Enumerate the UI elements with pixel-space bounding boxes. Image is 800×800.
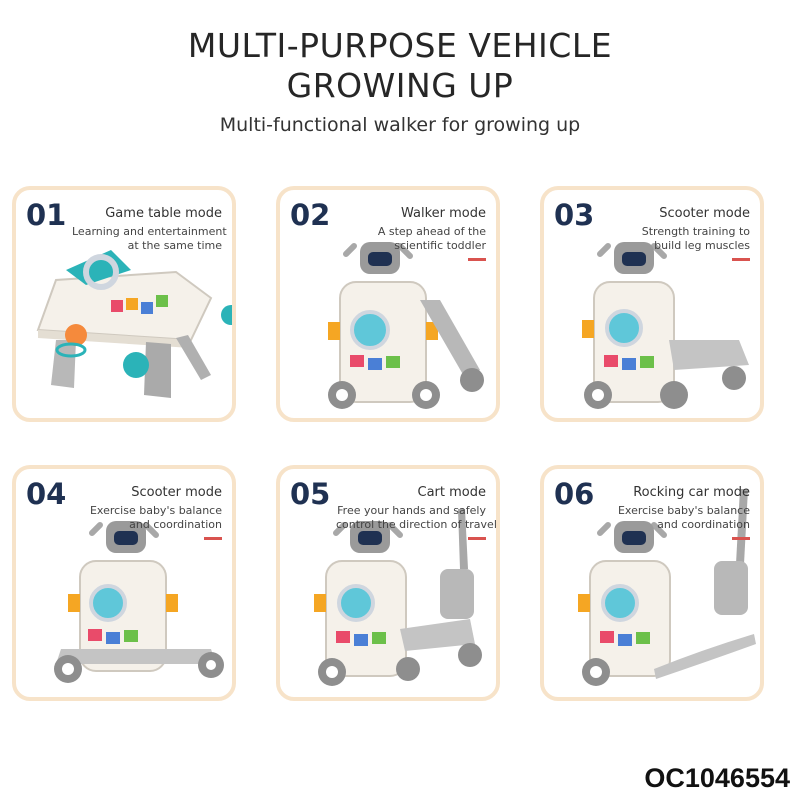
accent-dash bbox=[468, 258, 486, 261]
card-mode-title: Scooter mode bbox=[659, 206, 750, 221]
mode-card-game-table: 01 Game table mode Learning and entertai… bbox=[12, 186, 236, 422]
card-number: 03 bbox=[554, 198, 595, 232]
card-mode-title: Game table mode bbox=[105, 206, 222, 221]
accent-dash bbox=[204, 537, 222, 540]
mode-card-rocking-car: 06 Rocking car mode Exercise baby's bala… bbox=[540, 465, 764, 701]
card-mode-title: Scooter mode bbox=[131, 485, 222, 500]
product-code: OC1046554 bbox=[644, 763, 790, 793]
accent-dash bbox=[468, 537, 486, 540]
card-mode-title: Walker mode bbox=[400, 206, 486, 221]
page-subtitle: Multi-functional walker for growing up bbox=[219, 114, 581, 136]
page-title: MULTI-PURPOSE VEHICLE bbox=[187, 26, 613, 65]
accent-dash bbox=[732, 258, 750, 261]
walker-illustration bbox=[328, 242, 484, 409]
cart-illustration bbox=[314, 509, 482, 686]
card-mode-title: Rocking car mode bbox=[633, 485, 750, 500]
card-number: 01 bbox=[26, 198, 67, 232]
card-number: 06 bbox=[554, 477, 595, 511]
scooter-illustration bbox=[582, 242, 749, 409]
rocking-car-illustration bbox=[578, 489, 756, 686]
accent-dash bbox=[732, 537, 750, 540]
card-number: 04 bbox=[26, 477, 67, 511]
card-number: 05 bbox=[290, 477, 331, 511]
card-number: 02 bbox=[290, 198, 331, 232]
card-mode-title: Cart mode bbox=[417, 485, 487, 500]
game-table-illustration bbox=[36, 250, 232, 398]
scooter-balance-illustration bbox=[54, 521, 224, 683]
page-title-line2: GROWING UP bbox=[286, 66, 514, 105]
